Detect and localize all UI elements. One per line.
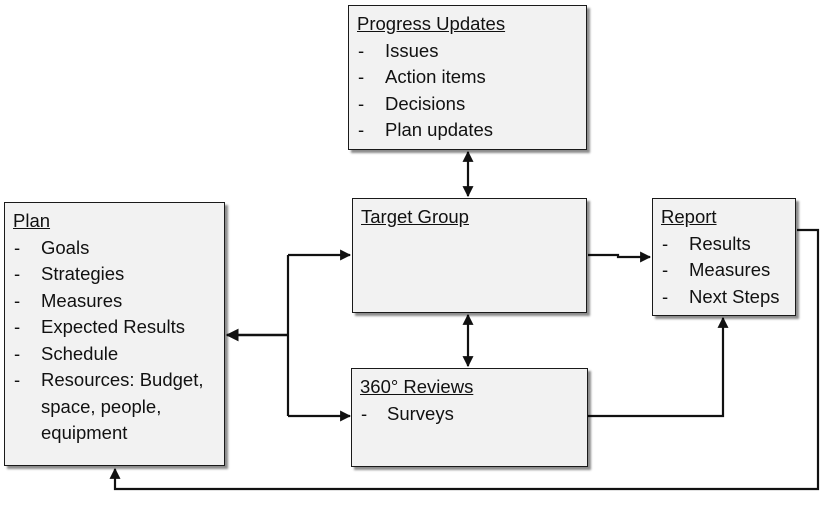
list-item: - Goals: [14, 236, 90, 258]
list-item: - Decisions: [358, 92, 466, 114]
report-to-plan-feedback-connector: [109, 228, 820, 491]
progress-updates-title: Progress Updates: [357, 13, 506, 34]
list-item: - Schedule: [14, 342, 119, 364]
reviews-to-report-connector: [588, 316, 729, 418]
reviews-box: 360° Reviews - Surveys: [351, 368, 588, 467]
list-item: - Issues: [358, 39, 439, 61]
progress-updates-box: Progress Updates - Issues - Action items…: [348, 5, 587, 150]
list-item: - Strategies: [14, 263, 125, 284]
reviews-title: 360° Reviews: [360, 376, 474, 397]
list-item: - Next Steps: [662, 285, 780, 307]
plan-title: Plan: [13, 210, 51, 231]
list-item: - Resources: Budget, space, people, equi…: [14, 369, 204, 443]
report-list: - Results - Measures - Next Steps: [661, 231, 787, 311]
target-group-title: Target Group: [361, 206, 469, 227]
list-item: - Expected Results: [14, 316, 185, 337]
target-to-report-connector: [588, 251, 652, 263]
list-item: - Measures: [662, 259, 771, 280]
report-box: Report - Results - Measures - Next Steps: [652, 198, 796, 316]
plan-box: Plan - Goals - Strategies - Measures - E…: [4, 202, 225, 466]
report-title: Report: [661, 206, 717, 227]
list-item: - Plan updates: [358, 119, 494, 140]
list-item: - Action items: [358, 66, 486, 87]
list-item: - Measures: [14, 289, 123, 311]
target-group-box: Target Group: [352, 198, 587, 313]
reviews-list: - Surveys: [360, 401, 579, 428]
plan-list: - Goals - Strategies - Measures - Expect…: [13, 235, 216, 447]
list-item: - Surveys: [361, 402, 454, 424]
progress-updates-list: - Issues - Action items - Decisions - Pl…: [357, 38, 578, 144]
list-item: - Results: [662, 232, 751, 254]
